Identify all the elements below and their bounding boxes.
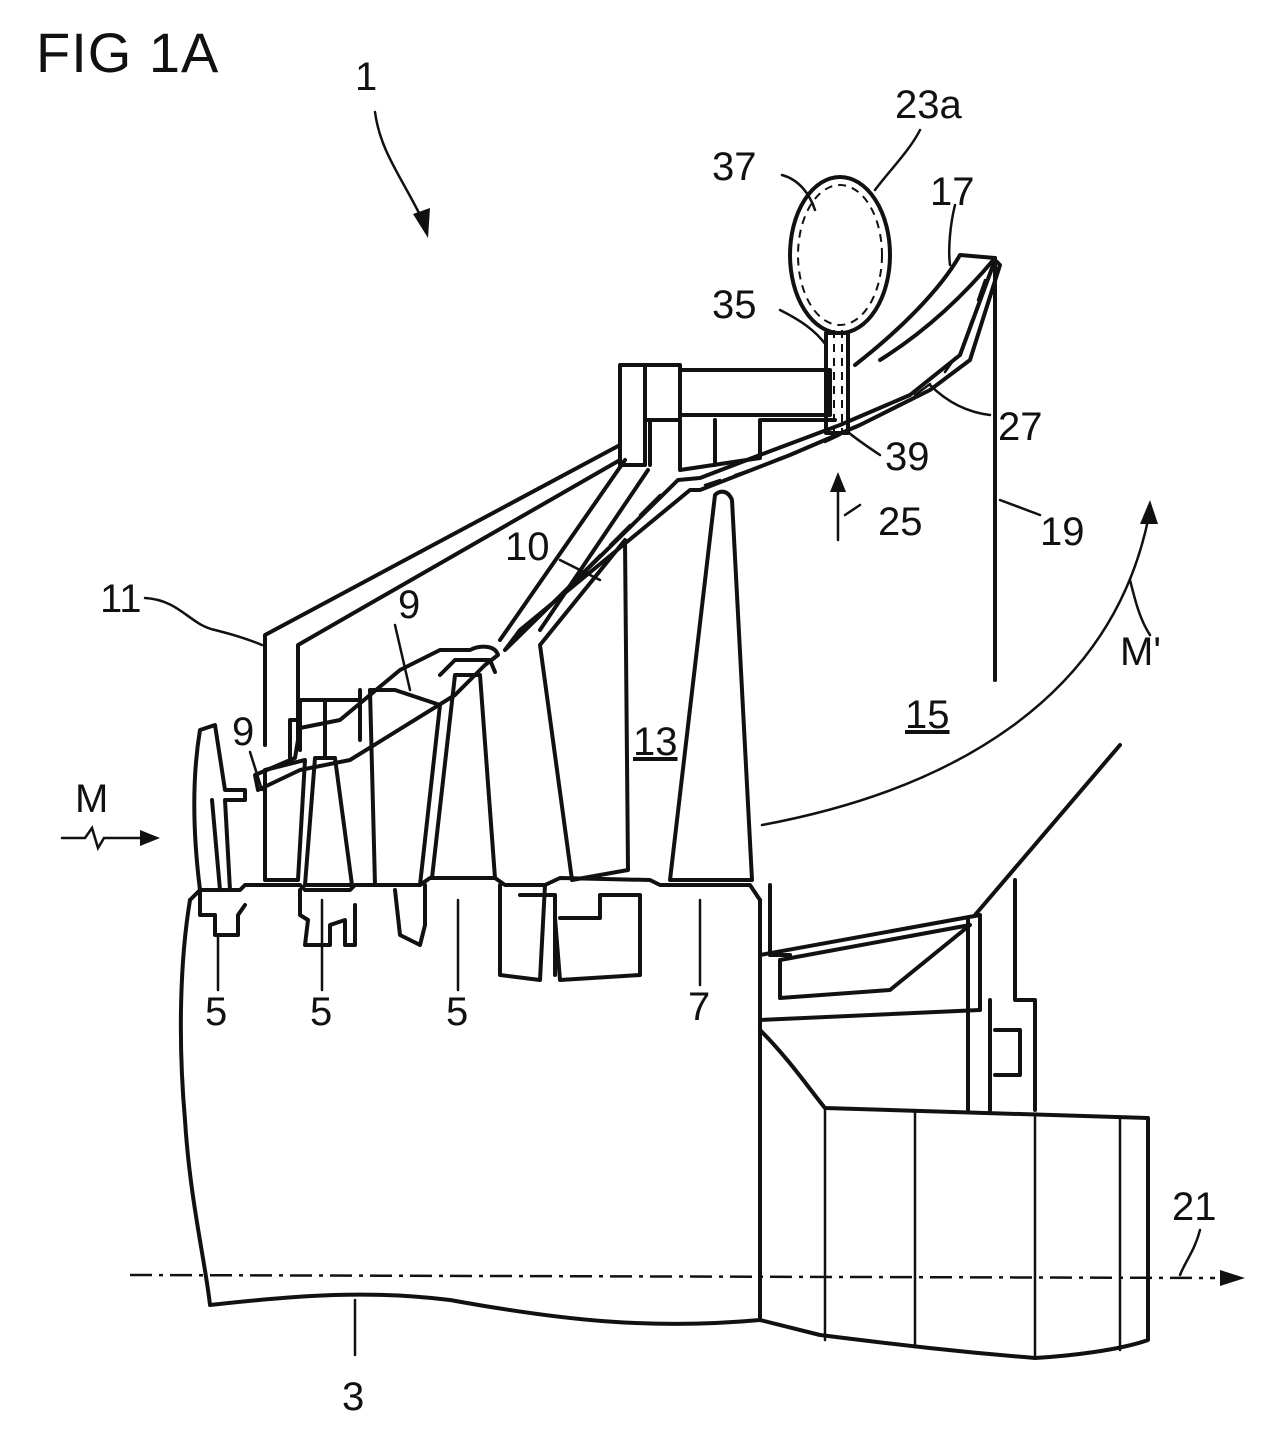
leader-27	[930, 385, 990, 415]
upper-housing-ribs	[645, 365, 680, 420]
label-5c: 5	[446, 990, 468, 1034]
label-9b: 9	[398, 583, 420, 627]
label-9a: 9	[232, 710, 254, 754]
view-arrow-1	[375, 112, 420, 215]
disk-foot-4	[500, 885, 545, 980]
leader-19	[1000, 500, 1040, 515]
stage-vane-10	[540, 540, 628, 880]
leader-21	[1180, 1230, 1200, 1275]
upper-housing-lower	[650, 420, 835, 470]
rear-shaft	[760, 1030, 1148, 1358]
axis-arrowhead	[1220, 1270, 1245, 1286]
label-27: 27	[998, 405, 1043, 449]
leader-39	[848, 432, 880, 455]
leader-11	[145, 598, 262, 645]
leader-25	[845, 505, 860, 515]
rear-frame-detail	[990, 1000, 1020, 1110]
label-37: 37	[712, 145, 757, 189]
label-7: 7	[688, 985, 710, 1029]
view-arrowhead-1	[413, 208, 430, 238]
label-1: 1	[355, 55, 377, 99]
disk-foot-5	[520, 895, 640, 980]
leader-17	[949, 205, 955, 265]
rotor-blade-7	[670, 492, 752, 880]
label-35: 35	[712, 283, 757, 327]
pressure-vessel	[790, 177, 890, 333]
label-17: 17	[930, 170, 975, 214]
figure-title: FIG 1A	[36, 20, 219, 85]
label-5a: 5	[205, 990, 227, 1034]
leader-Mprime	[1130, 580, 1150, 635]
diffuser-outer-wall	[975, 745, 1120, 915]
disk-foot-2	[300, 890, 355, 945]
rear-flange	[770, 885, 790, 955]
label-Mprime: M'	[1120, 630, 1161, 674]
machine-axis	[130, 1275, 1215, 1278]
label-3: 3	[342, 1375, 364, 1419]
pressure-vessel-inner	[798, 185, 882, 325]
disk-foot-3	[395, 885, 425, 945]
label-10: 10	[505, 525, 550, 569]
label-15: 15	[905, 693, 950, 737]
label-5b: 5	[310, 990, 332, 1034]
label-13: 13	[633, 720, 678, 764]
label-21: 21	[1172, 1185, 1217, 1229]
inlet-flow-arrow	[62, 828, 150, 848]
disk-foot-1	[200, 890, 245, 935]
rotor-body	[181, 900, 760, 1324]
label-19: 19	[1040, 510, 1085, 554]
leader-23a	[875, 130, 920, 190]
label-39: 39	[885, 435, 930, 479]
guide-vane-9b	[370, 690, 440, 885]
label-M: M	[75, 777, 108, 821]
inlet-guide-vane-inner	[212, 800, 220, 890]
pressure-arrowhead-25	[830, 472, 846, 492]
label-11: 11	[100, 577, 142, 621]
outlet-flow-arrowhead	[1140, 500, 1158, 524]
rotor-blade-1	[305, 758, 352, 885]
leader-9b	[395, 625, 410, 690]
label-23a: 23a	[895, 83, 962, 127]
label-25: 25	[878, 500, 923, 544]
inlet-flow-arrowhead	[140, 830, 160, 846]
